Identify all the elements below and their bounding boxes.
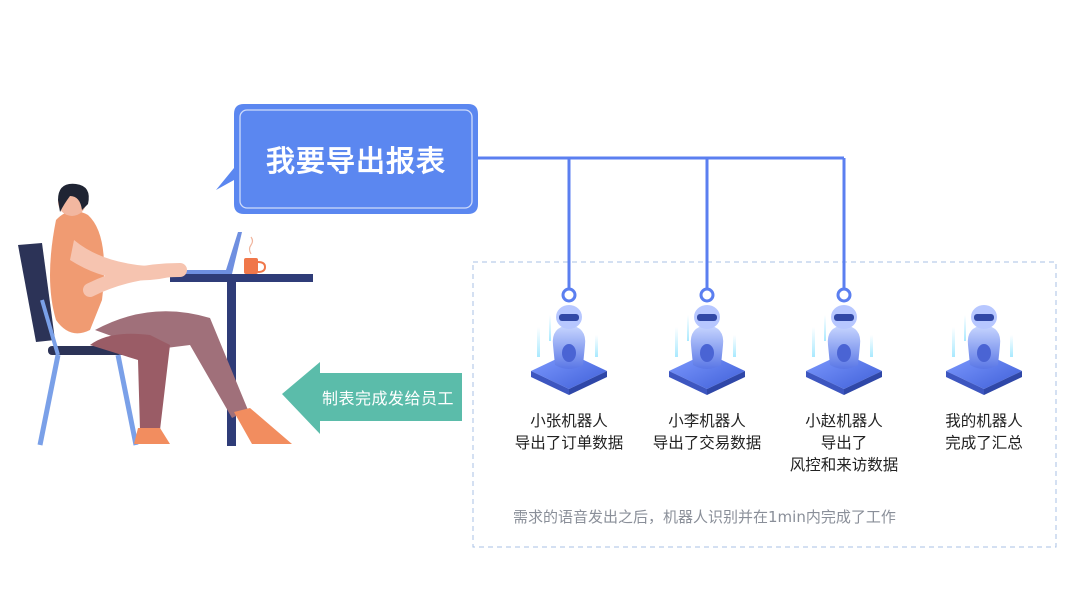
return-arrow	[282, 362, 462, 434]
robot-label-3-task-detail: 风控和来访数据	[789, 456, 899, 474]
robot-label-3-task: 导出了	[820, 434, 868, 452]
robot-icon-2	[669, 305, 745, 395]
robot-label-1-name: 小张机器人	[530, 412, 608, 430]
robot-label-3: 小赵机器人 导出了 风控和来访数据	[764, 410, 924, 476]
robot-label-1: 小张机器人 导出了订单数据	[489, 410, 649, 454]
connector-lines	[476, 156, 846, 289]
footnote-text: 需求的语音发出之后，机器人识别并在1min内完成了工作	[513, 508, 896, 526]
connector-nodes	[561, 287, 852, 303]
robot-label-4-name: 我的机器人	[945, 412, 1023, 430]
robot-label-2: 小李机器人 导出了交易数据	[627, 410, 787, 454]
robot-label-3-name: 小赵机器人	[805, 412, 883, 430]
robot-label-4-task: 完成了汇总	[945, 434, 1023, 452]
robots-dashed-frame	[472, 261, 1057, 548]
speech-bubble	[216, 104, 478, 214]
speech-bubble-text: 我要导出报表	[265, 144, 446, 178]
robot-label-4: 我的机器人 完成了汇总	[904, 410, 1064, 454]
robot-icon-1	[531, 305, 607, 395]
person-at-desk-illustration	[18, 183, 313, 446]
robot-icon-3	[806, 305, 882, 395]
robot-label-1-task: 导出了订单数据	[514, 434, 624, 452]
robot-label-2-name: 小李机器人	[668, 412, 746, 430]
return-arrow-label: 制表完成发给员工	[322, 389, 455, 408]
robot-icon-4	[946, 305, 1022, 395]
robot-label-2-task: 导出了交易数据	[652, 434, 762, 452]
